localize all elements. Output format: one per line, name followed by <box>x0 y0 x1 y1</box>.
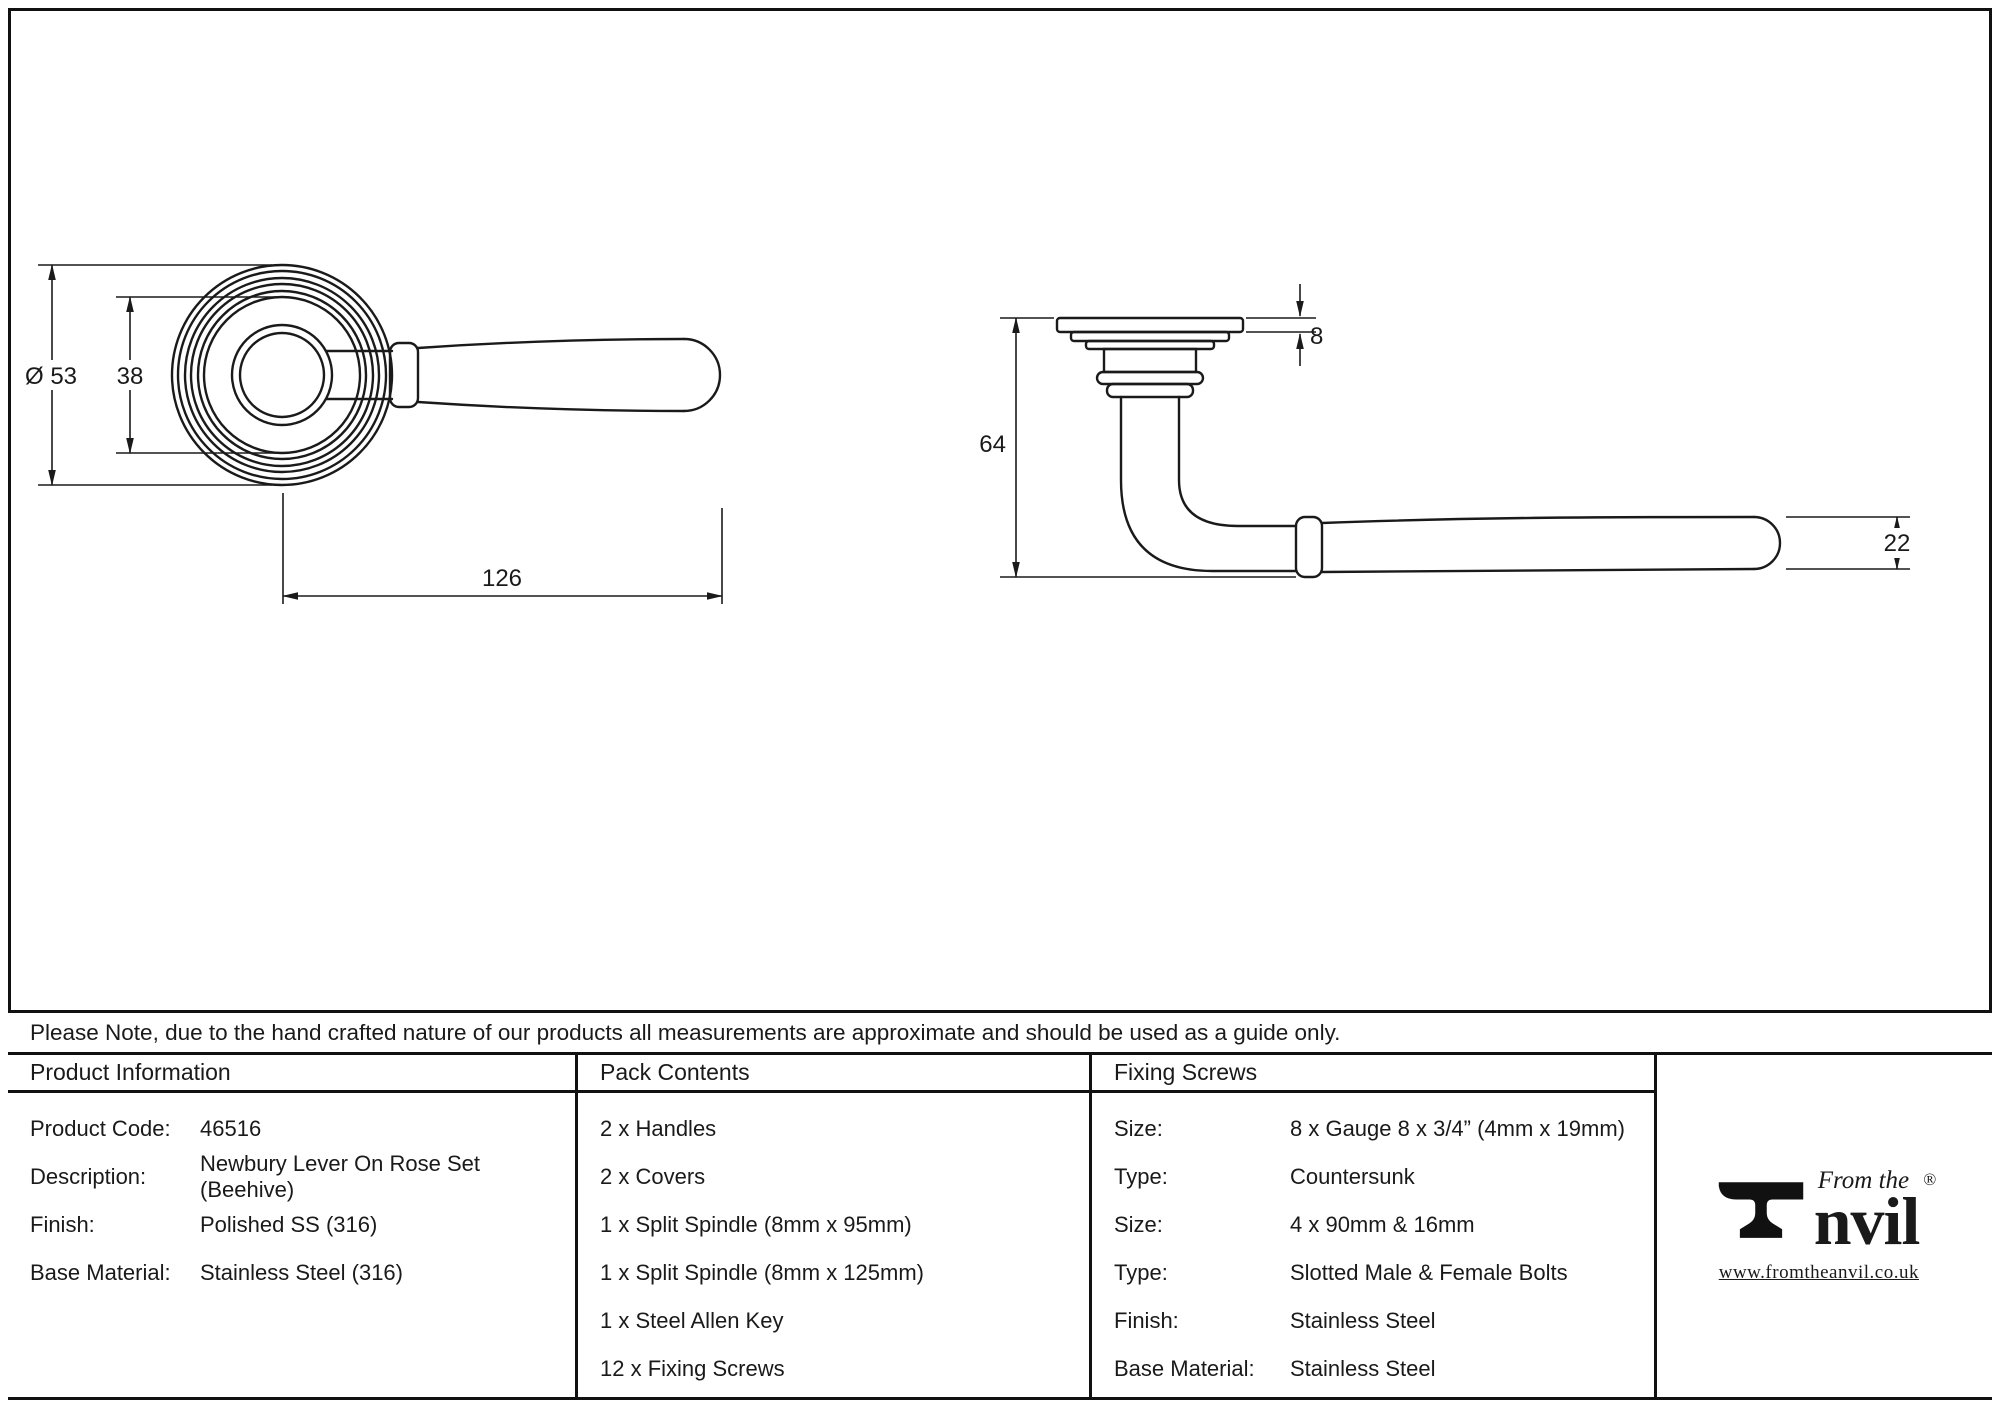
fixing-screws-body: Size: 8 x Gauge 8 x 3/4” (4mm x 19mm) Ty… <box>1092 1093 1654 1393</box>
dim-label-lever-length: 126 <box>482 565 522 592</box>
list-item: 1 x Split Spindle (8mm x 95mm) <box>600 1212 912 1237</box>
list-item: 2 x Covers <box>600 1164 706 1189</box>
table-row: Finish: Stainless Steel <box>1114 1297 1646 1345</box>
info-table: Product Information Product Code: 46516 … <box>8 1055 1992 1397</box>
row-label: Size: <box>1114 1116 1163 1141</box>
column-title: Product Information <box>30 1059 231 1085</box>
table-row: Size: 8 x Gauge 8 x 3/4” (4mm x 19mm) <box>1114 1105 1646 1153</box>
table-row: Size: 4 x 90mm & 16mm <box>1114 1201 1646 1249</box>
list-item: 2 x Handles <box>600 1116 717 1141</box>
product-information-column: Product Information Product Code: 46516 … <box>8 1055 578 1397</box>
note-bar: Please Note, due to the hand crafted nat… <box>8 1010 1992 1055</box>
row-label: Finish: <box>1114 1308 1179 1333</box>
dim-label-rose-inner: 38 <box>117 363 144 390</box>
row-label: Size: <box>1114 1212 1163 1237</box>
table-row: Base Material: Stainless Steel (316) <box>30 1249 567 1297</box>
row-label: Type: <box>1114 1260 1168 1285</box>
dim-label-lever-thickness: 22 <box>1884 530 1911 557</box>
column-title: Fixing Screws <box>1114 1059 1258 1085</box>
table-row: Base Material: Stainless Steel <box>1114 1345 1646 1393</box>
product-information-body: Product Code: 46516 Description: Newbury… <box>8 1093 575 1297</box>
dim-label-rose-thickness: 8 <box>1310 323 1323 350</box>
dim-label-rose-diameter: Ø 53 <box>25 363 77 390</box>
row-label: Product Code: <box>30 1116 171 1141</box>
fixing-screws-column: Fixing Screws Size: 8 x Gauge 8 x 3/4” (… <box>1092 1055 1657 1397</box>
front-view-drawing <box>170 263 722 487</box>
table-row: Finish: Polished SS (316) <box>30 1201 567 1249</box>
row-value: 46516 <box>200 1116 262 1141</box>
dim-label-projection: 64 <box>979 431 1006 458</box>
row-value: Countersunk <box>1290 1164 1415 1189</box>
side-view-dimensions: 8 64 22 <box>979 284 1919 578</box>
pack-contents-body: 2 x Handles 2 x Covers 1 x Split Spindle… <box>578 1093 1089 1393</box>
logo-url: www.fromtheanvil.co.uk <box>1718 1262 1919 1284</box>
row-label: Base Material: <box>1114 1356 1255 1381</box>
technical-drawings: Ø 53 38 126 <box>20 263 1919 604</box>
logo-name: nvil <box>1813 1182 1921 1259</box>
table-row: Type: Slotted Male & Female Bolts <box>1114 1249 1646 1297</box>
column-title: Pack Contents <box>600 1059 750 1085</box>
row-label: Base Material: <box>30 1260 171 1285</box>
anvil-icon <box>1718 1182 1803 1239</box>
registered-mark: ® <box>1923 1169 1937 1189</box>
row-value: Polished SS (316) <box>200 1212 378 1237</box>
table-row: Description: Newbury Lever On Rose Set (… <box>30 1151 567 1202</box>
row-value: Stainless Steel <box>1290 1308 1436 1333</box>
pack-contents-header: Pack Contents <box>578 1055 1089 1093</box>
row-label: Finish: <box>30 1212 95 1237</box>
row-value: 4 x 90mm & 16mm <box>1290 1212 1475 1237</box>
row-value: Stainless Steel (316) <box>200 1260 403 1285</box>
side-view-drawing <box>1055 316 1782 579</box>
list-item: 1 x Split Spindle (8mm x 125mm) <box>600 1260 924 1285</box>
logo-cell: From the nvil ® www.fromtheanvil.co.uk <box>1657 1055 1992 1397</box>
fixing-screws-header: Fixing Screws <box>1092 1055 1654 1093</box>
row-value: 8 x Gauge 8 x 3/4” (4mm x 19mm) <box>1290 1116 1625 1141</box>
list-item: 1 x Steel Allen Key <box>600 1308 784 1333</box>
row-value: Newbury Lever On Rose Set (Beehive) <box>200 1151 481 1202</box>
row-value: Slotted Male & Female Bolts <box>1290 1260 1568 1285</box>
note-text: Please Note, due to the hand crafted nat… <box>30 1019 1341 1045</box>
product-information-header: Product Information <box>8 1055 575 1093</box>
anvil-logo: From the nvil ® www.fromtheanvil.co.uk <box>1713 1166 1937 1285</box>
table-row: Product Code: 46516 <box>30 1105 567 1153</box>
table-row: Type: Countersunk <box>1114 1153 1646 1201</box>
front-view-dimensions: Ø 53 38 126 <box>20 264 723 604</box>
row-value: Stainless Steel <box>1290 1356 1436 1381</box>
list-item: 12 x Fixing Screws <box>600 1356 785 1381</box>
pack-contents-column: Pack Contents 2 x Handles 2 x Covers 1 x… <box>578 1055 1092 1397</box>
row-label: Type: <box>1114 1164 1168 1189</box>
row-label: Description: <box>30 1164 147 1189</box>
logo-from-the: From the <box>1817 1166 1910 1194</box>
